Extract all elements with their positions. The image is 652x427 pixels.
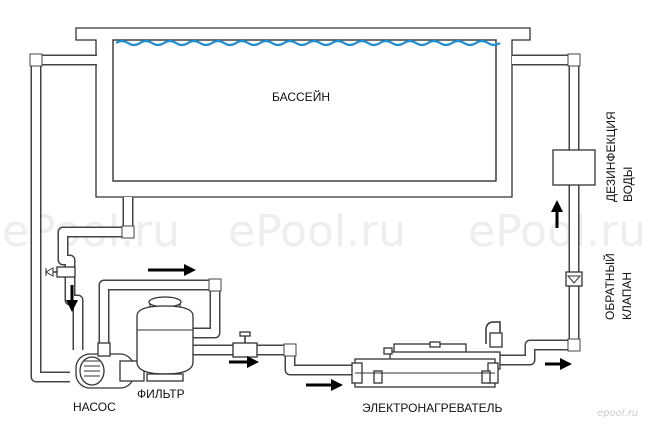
disinfection-label-line1: ДЕЗИНФЕКЦИЯ [604,111,618,202]
electric-heater: ЭЛЕКТРОНАГРЕВАТЕЛЬ [351,321,503,415]
pool-tank: БАССЕЙН [75,27,531,198]
pump: НАСОС [73,342,145,414]
logo: epool.ru [597,408,638,419]
heater-label: ЭЛЕКТРОНАГРЕВАТЕЛЬ [362,401,503,415]
check-valve [565,271,583,287]
disinfection-label-line2: ВОДЫ [621,167,635,202]
flow-arrow-right-heater [306,379,343,391]
disinfection-unit [552,149,596,186]
water-surface [115,39,501,47]
watermark-center: ePool.ru [228,206,406,257]
valve-filter-out [232,331,258,358]
check-valve-label-line2: КЛАПАН [620,272,634,320]
flow-arrow-right-outlet [545,358,572,370]
flow-arrow-down [66,285,78,312]
flow-arrow-right-filter [229,356,259,368]
flow-arrow-up [551,200,563,228]
pool-label: БАССЕЙН [272,89,330,104]
pump-label: НАСОС [73,400,116,414]
flow-arrow-right-top [148,264,196,276]
sand-filter: ФИЛЬТР [136,296,194,401]
filter-label: ФИЛЬТР [137,387,185,401]
valve-drain [44,266,76,278]
check-valve-label-line1: ОБРАТНЫЙ [602,253,617,320]
